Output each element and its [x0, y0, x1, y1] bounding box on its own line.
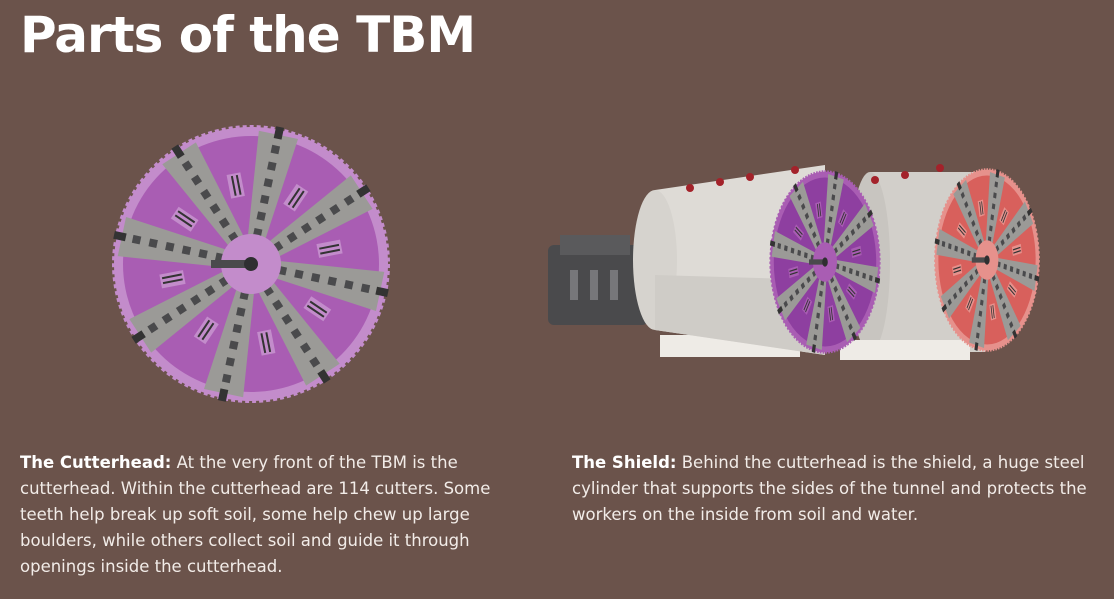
spoke [245, 126, 309, 266]
cutter-disc [226, 172, 245, 199]
cutter-disc [1006, 281, 1018, 298]
cutter-disc [965, 294, 975, 313]
shield-heading: The Shield: [572, 453, 677, 472]
spoke [193, 262, 257, 402]
cutter-disc [303, 296, 332, 322]
shield-illustration [548, 164, 1040, 360]
cutter-disc [837, 209, 848, 228]
spoke [822, 171, 848, 263]
spoke [823, 203, 874, 266]
cutter-disc [170, 206, 199, 232]
spoke [802, 261, 828, 353]
spoke [769, 224, 826, 266]
cutter-disc [788, 266, 799, 279]
cutter-disc [851, 245, 862, 258]
cutter-disc [999, 207, 1009, 226]
cutter-disc [193, 316, 219, 345]
cutter-disc [257, 329, 276, 356]
cutter-disc [827, 305, 835, 323]
rear-machinery [548, 235, 648, 325]
cutter-disc [977, 199, 985, 217]
spoke [776, 258, 827, 321]
page-title: Parts of the TBM [20, 6, 476, 64]
cutter-disc [815, 201, 823, 219]
spoke [247, 175, 373, 270]
rear-cutterhead [934, 168, 1040, 352]
spoke [986, 256, 1040, 298]
grout-ports [686, 164, 944, 192]
cutter-disc [989, 303, 997, 321]
cutter-disc [316, 239, 343, 258]
cutterhead-caption: The Cutterhead: At the very front of the… [20, 450, 520, 580]
cutter-disc [956, 222, 968, 239]
cutter-disc [802, 296, 813, 315]
spoke [965, 259, 990, 351]
spoke [985, 201, 1034, 264]
spoke [249, 258, 389, 322]
cutterhead-text: At the very front of the TBM is the cutt… [20, 453, 491, 576]
front-cutterhead [769, 170, 881, 354]
spoke [824, 258, 881, 300]
spoke [113, 206, 253, 270]
spoke [940, 256, 989, 319]
spoke [789, 181, 828, 265]
cutterhead-heading: The Cutterhead: [20, 453, 172, 472]
spoke [822, 259, 861, 343]
cutter-disc [283, 183, 309, 212]
cutterhead-illustration [112, 125, 390, 403]
shield-text: Behind the cutterhead is the shield, a h… [572, 453, 1087, 524]
spoke [953, 179, 989, 263]
cutter-disc [845, 283, 858, 300]
shield-caption: The Shield: Behind the cutterhead is the… [572, 450, 1092, 528]
cutter-disc [159, 270, 186, 289]
spoke [129, 258, 255, 353]
spoke [162, 142, 257, 268]
spoke [985, 257, 1021, 341]
cutter-disc [1011, 243, 1022, 256]
spoke [984, 169, 1009, 261]
cutter-disc [792, 224, 805, 241]
cutter-disc [952, 264, 963, 277]
